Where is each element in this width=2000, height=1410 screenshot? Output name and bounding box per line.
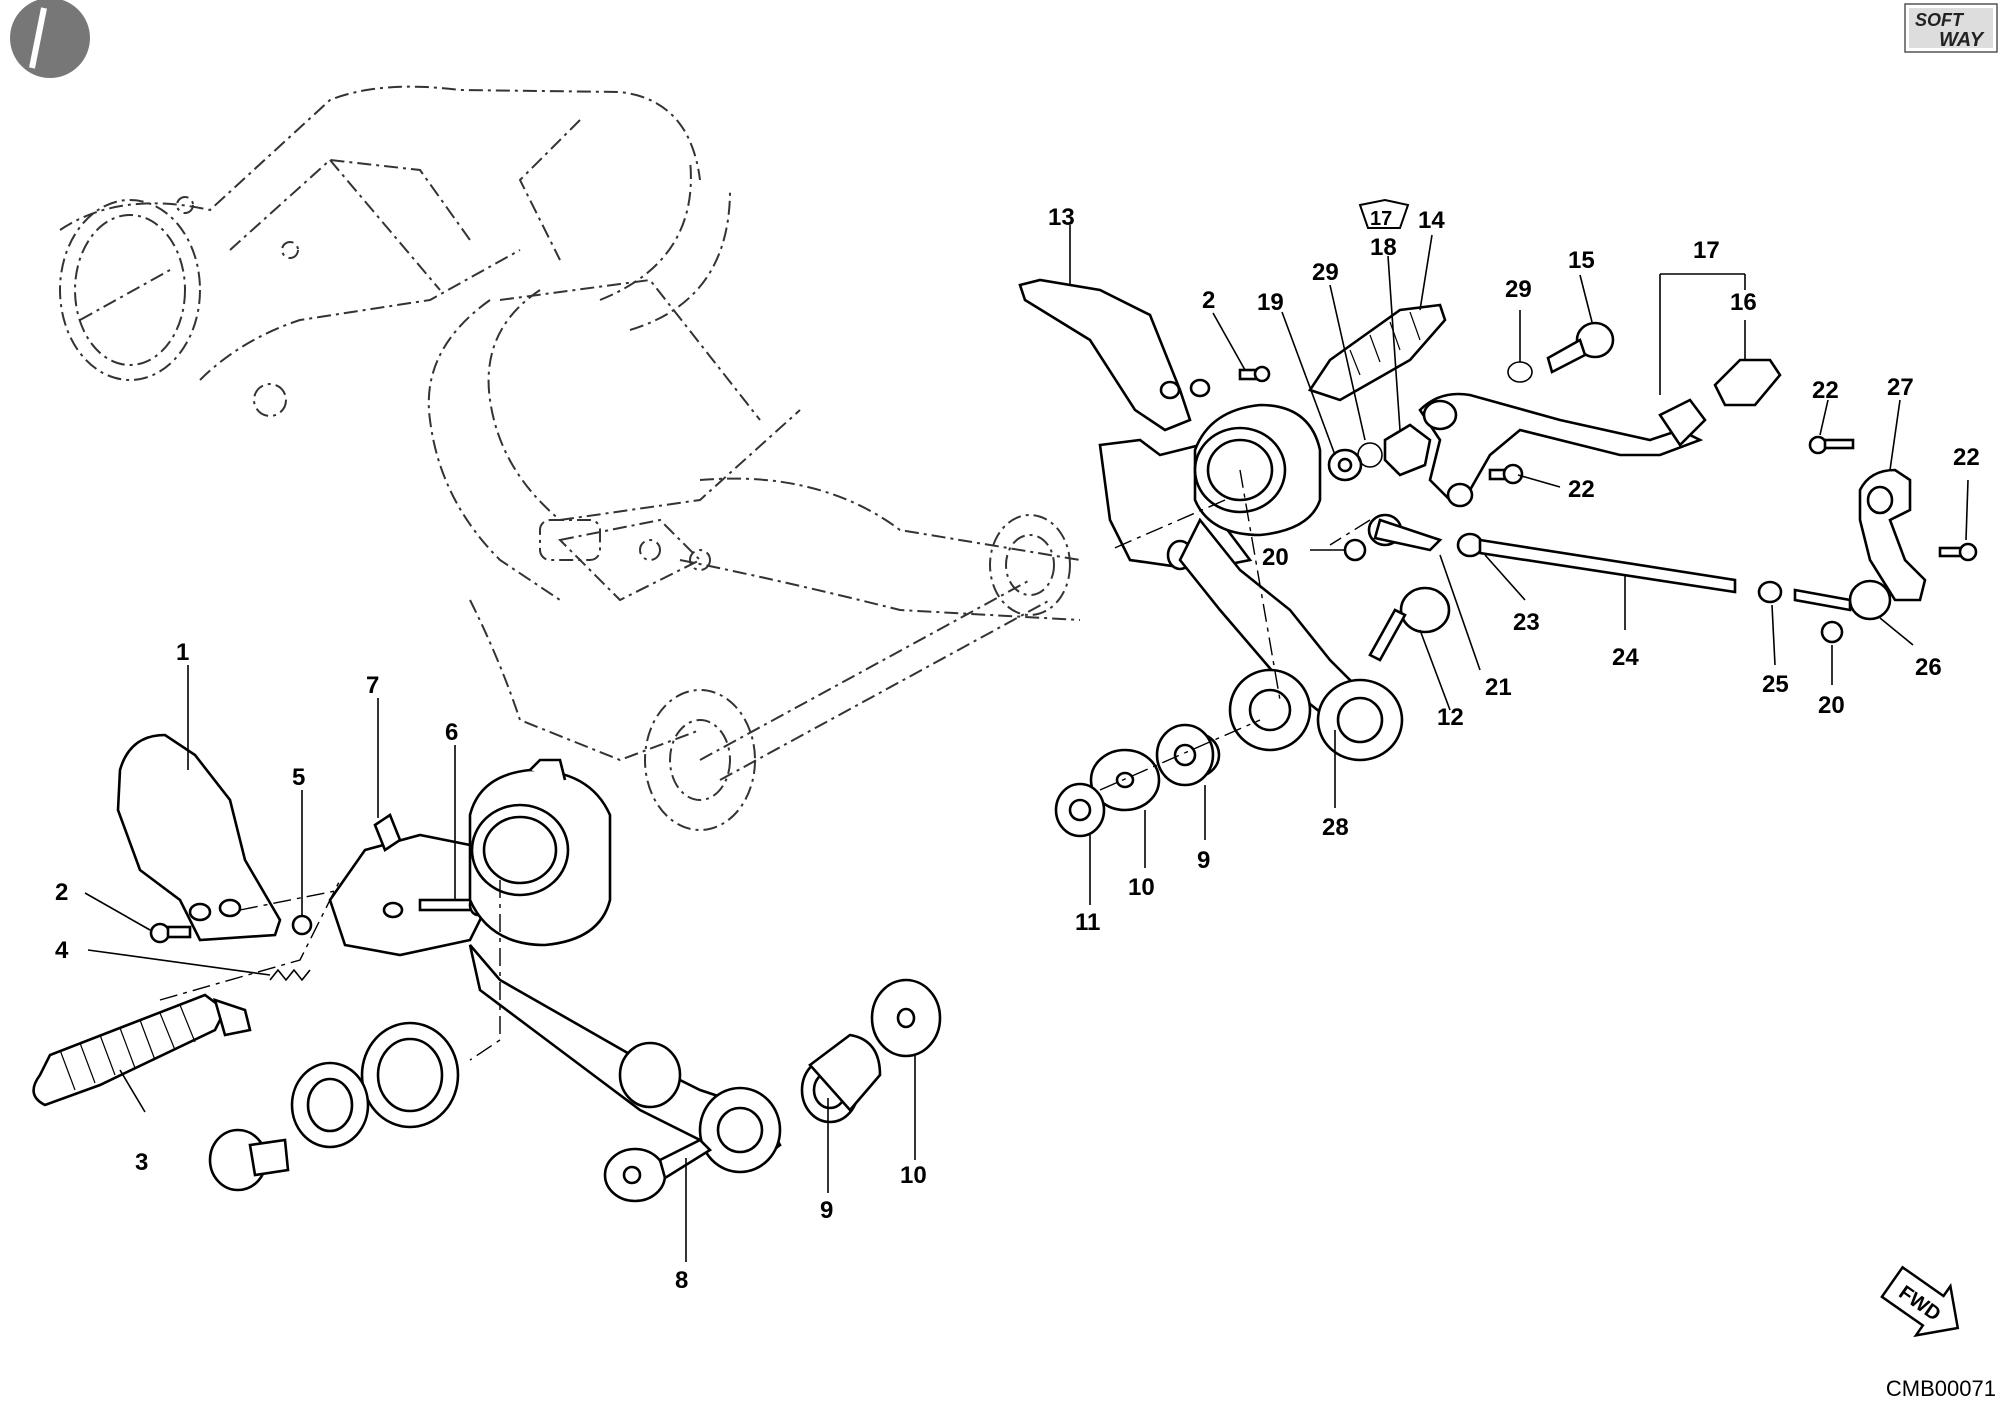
callout-9: 9 [820,1197,833,1224]
forward-arrow-icon: FWD [1880,1265,1960,1338]
callout-15: 15 [1568,247,1595,274]
callout-28: 28 [1322,814,1349,841]
callout-29: 29 [1505,276,1532,303]
callout-22: 22 [1568,476,1595,503]
callout-22: 22 [1812,377,1839,404]
callout-10: 10 [1128,874,1155,901]
callout-2: 2 [1202,287,1215,314]
callout-labels: 1 2 2 3 4 5 6 7 8 9 9 10 10 11 12 13 14 … [55,204,1980,1294]
callout-9: 9 [1197,847,1210,874]
callout-17: 17 [1693,237,1720,264]
leader-lines [84,225,1969,1262]
callout-23: 23 [1513,609,1540,636]
frame-outline [59,85,1081,831]
reference-code: CMB00071 [1885,1376,1996,1401]
callout-19: 19 [1257,289,1284,316]
callout-13: 13 [1048,204,1075,231]
callout-6: 6 [445,719,458,746]
callout-12: 12 [1437,704,1464,731]
left-footpeg-assembly [32,733,942,1203]
callout-10: 10 [900,1162,927,1189]
callout-26: 26 [1915,654,1942,681]
callout-18: 18 [1370,234,1397,261]
callout-7: 7 [366,672,379,699]
callout-14: 14 [1418,207,1445,234]
brand-line1: SOFT [1915,10,1965,30]
callout-22: 22 [1953,444,1980,471]
callout-5: 5 [292,764,305,791]
callout-2: 2 [55,879,68,906]
callout-25: 25 [1762,671,1789,698]
callout-3: 3 [135,1149,148,1176]
callout-21: 21 [1485,674,1512,701]
callout-20: 20 [1818,692,1845,719]
callout-11: 11 [1075,909,1100,936]
right-footpeg-assembly [1018,278,1978,838]
kit-badge: 17 [1358,198,1410,230]
callout-1: 1 [176,639,189,666]
callout-20: 20 [1262,544,1289,571]
callout-8: 8 [675,1267,688,1294]
callout-29: 29 [1312,259,1339,286]
brand-line2: WAY [1939,29,1985,51]
callout-16: 16 [1730,289,1757,316]
kit-badge-label: 17 [1370,208,1392,230]
softway-logo: SOFT WAY [1904,3,1998,53]
corner-disc-icon [10,0,90,78]
callout-27: 27 [1887,374,1914,401]
callout-24: 24 [1612,644,1639,671]
callout-4: 4 [55,937,69,964]
